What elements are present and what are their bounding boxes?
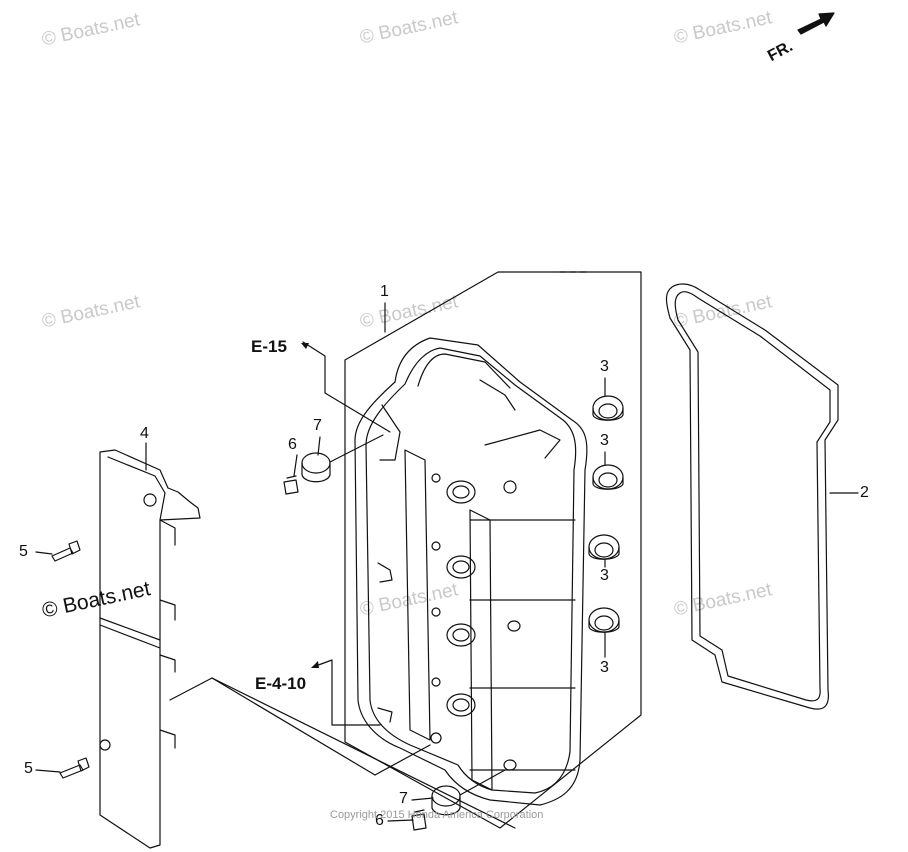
cylinder-head-cover [354, 337, 588, 806]
grommet-lower [431, 785, 461, 816]
mount-bolt-lower [411, 809, 427, 831]
bolt-upper [51, 540, 81, 562]
reference-e15: E-15 [251, 337, 287, 356]
callout-part-2: 2 [860, 484, 869, 501]
callout-part-3: 3 [600, 659, 609, 676]
callout-part-3: 3 [600, 358, 609, 375]
mount-bolt-upper [283, 475, 299, 495]
gasket [665, 283, 839, 710]
assembly-outline [344, 271, 642, 829]
callout-part-5: 5 [24, 760, 33, 777]
tube-seal-1 [592, 395, 624, 421]
callout-part-3: 3 [600, 567, 609, 584]
callout-part-7: 7 [313, 417, 322, 434]
bolt-lower [59, 757, 90, 779]
grommet-upper [301, 452, 331, 483]
callout-part-3: 3 [600, 432, 609, 449]
callout-part-4: 4 [140, 425, 149, 442]
tube-seal-4 [588, 607, 620, 633]
leader-lines [35, 302, 859, 829]
callout-part-5: 5 [19, 543, 28, 560]
callout-part-7: 7 [399, 790, 408, 807]
tube-seal-2 [592, 464, 624, 490]
copyright-text: Copyright 2015 Honda America Corporation [330, 809, 544, 821]
tube-seal-3 [588, 534, 620, 560]
callout-part-6: 6 [375, 812, 384, 829]
reference-e410: E-4-10 [255, 674, 307, 693]
front-direction-arrow-icon [797, 12, 835, 35]
callout-part-6: 6 [288, 436, 297, 453]
callout-part-1: 1 [380, 283, 389, 300]
side-cover [99, 449, 201, 849]
